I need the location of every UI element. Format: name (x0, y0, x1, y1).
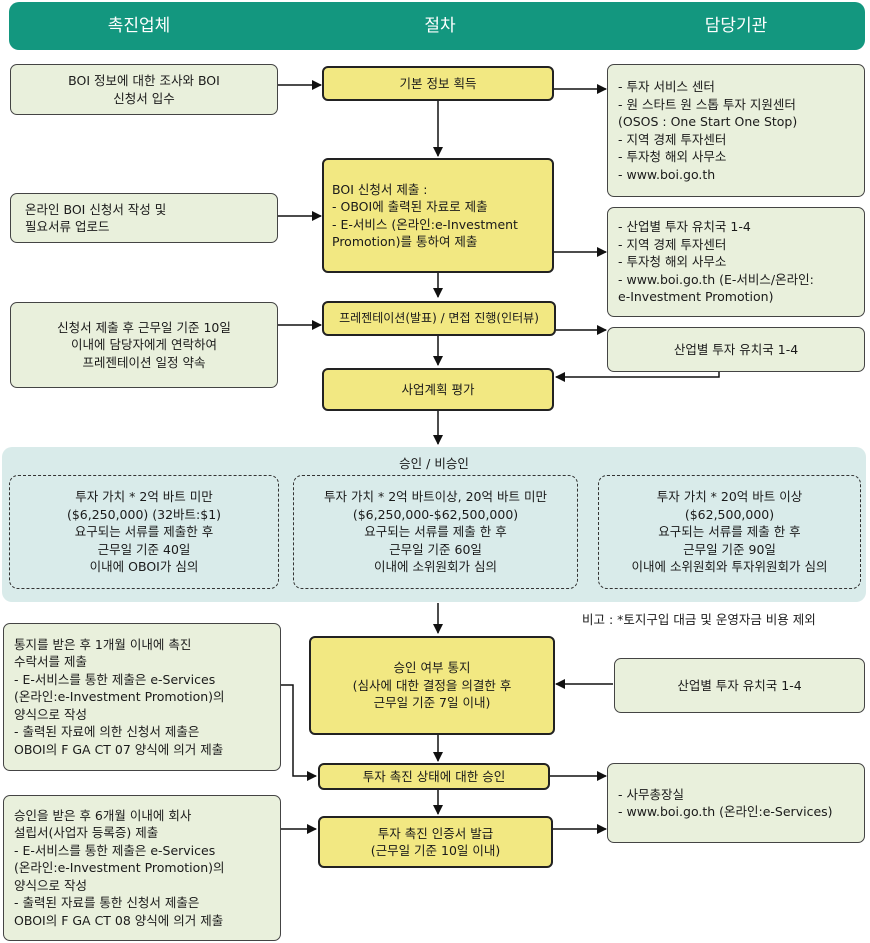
footnote: 비고 : *토지구입 대금 및 운영자금 비용 제외 (582, 612, 816, 627)
approval-tier-200m-2b: 투자 가치 * 2억 바트이상, 20억 바트 미만 ($6,250,000-$… (293, 475, 578, 589)
approval-title: 승인 / 비승인 (399, 456, 469, 471)
applicant-box-presentation-schedule: 신청서 제출 후 근무일 기준 10일 이내에 담당자에게 연락하여 프레젠테이… (10, 302, 278, 388)
agency-box-investment-bureau-1: 산업별 투자 유치국 1-4 (607, 327, 865, 372)
process-submit-application: BOI 신청서 제출 : - OBOI에 출력된 자료로 제출 - E-서비스 … (322, 158, 554, 273)
process-promotion-status-approval: 투자 촉진 상태에 대한 승인 (318, 763, 550, 790)
agency-box-info-sources: - 투자 서비스 센터 - 원 스타트 원 스톱 투자 지원센터 (OSOS :… (607, 64, 865, 197)
agency-box-secretary-office: - 사무총장실 - www.boi.go.th (온라인:e-Services) (607, 763, 865, 843)
header-procedure: 절차 (424, 16, 456, 36)
applicant-box-research: BOI 정보에 대한 조사와 BOI 신청서 입수 (10, 64, 278, 115)
process-approval-notification: 승인 여부 통지 (심사에 대한 결정을 의결한 후 근무일 기준 7일 이내) (309, 636, 555, 735)
process-basic-info: 기본 정보 획득 (322, 66, 554, 101)
approval-band: 승인 / 비승인 투자 가치 * 2억 바트 미만 ($6,250,000) (… (2, 447, 866, 602)
applicant-box-acceptance-letter: 통지를 받은 후 1개월 이내에 촉진 수락서를 제출 - E-서비스를 통한 … (3, 623, 281, 771)
agency-box-investment-bureau-2: 산업별 투자 유치국 1-4 (614, 658, 865, 713)
approval-tier-under-200m: 투자 가치 * 2억 바트 미만 ($6,250,000) (32바트:$1) … (9, 475, 279, 589)
approval-tier-over-2b: 투자 가치 * 20억 바트 이상 ($62,500,000) 요구되는 서류를… (598, 475, 861, 589)
header-applicant: 촉진업체 (107, 16, 171, 36)
process-certificate-issuance: 투자 촉진 인증서 발급 (근무일 기준 10일 이내) (318, 816, 553, 868)
applicant-box-company-registration: 승인을 받은 후 6개월 이내에 회사 설립서(사업자 등록증) 제출 - E-… (3, 795, 281, 941)
process-presentation-interview: 프레젠테이션(발표) / 면접 진행(인터뷰) (322, 301, 556, 336)
header-bar: 촉진업체 절차 담당기관 (9, 2, 865, 50)
applicant-box-online-application: 온라인 BOI 신청서 작성 및 필요서류 업로드 (10, 193, 278, 243)
process-business-plan-evaluation: 사업계획 평가 (322, 368, 554, 411)
header-agency: 담당기관 (704, 16, 768, 36)
agency-box-submission-channels: - 산업별 투자 유치국 1-4 - 지역 경제 투자센터 - 투자청 해외 사… (607, 207, 865, 317)
